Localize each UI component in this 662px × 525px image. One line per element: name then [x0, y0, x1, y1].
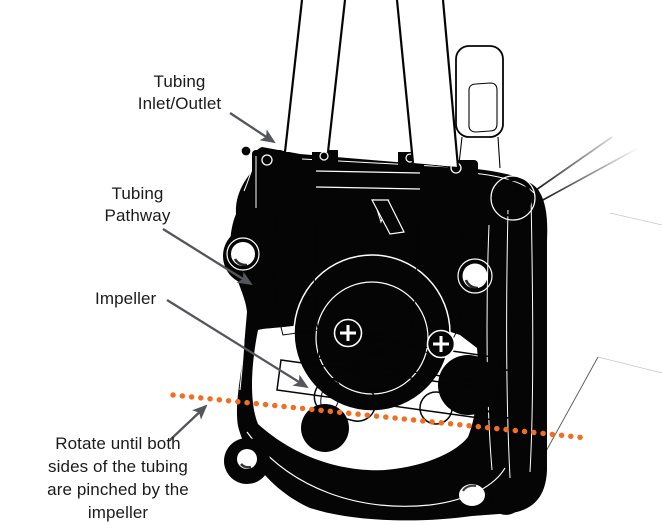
impeller-assembly [276, 331, 530, 452]
housing-pin-top-left [240, 145, 252, 157]
tubing-clamp [252, 150, 478, 235]
label-tubing-pathway: Tubing Pathway [104, 184, 171, 225]
arrow-rotate-note [169, 404, 208, 441]
background-wall-lines [533, 136, 662, 474]
arrow-tubing-pathway [162, 228, 253, 286]
impeller-hex-nut [352, 331, 404, 393]
arrow-impeller [166, 299, 309, 389]
label-tubing-inlet-outlet: Tubing Inlet/Outlet [137, 72, 222, 113]
tubing-inlet-outlet-tubes [283, 0, 460, 168]
label-rotate-instruction: Rotate until both sides of the tubing ar… [47, 434, 189, 522]
mount-hole-right [457, 258, 493, 294]
mounting-tab [455, 45, 504, 169]
mount-hole-bottom-right [459, 484, 485, 506]
slotted-screw-top-right [490, 175, 536, 221]
phillips-screw-right [426, 329, 456, 359]
arrow-tubing-inlet-outlet [229, 112, 276, 144]
leader-arrows [162, 112, 309, 441]
slotted-screw-bottom-right [490, 483, 522, 515]
pinch-alignment-dotted-line [170, 392, 590, 441]
label-impeller: Impeller [95, 289, 157, 308]
phillips-screw-left [333, 318, 363, 348]
mount-hole-left [226, 237, 260, 271]
impeller-roller-right [419, 391, 453, 425]
impeller-roller-left [313, 378, 377, 422]
mount-lobe-bottom-left [224, 438, 270, 484]
